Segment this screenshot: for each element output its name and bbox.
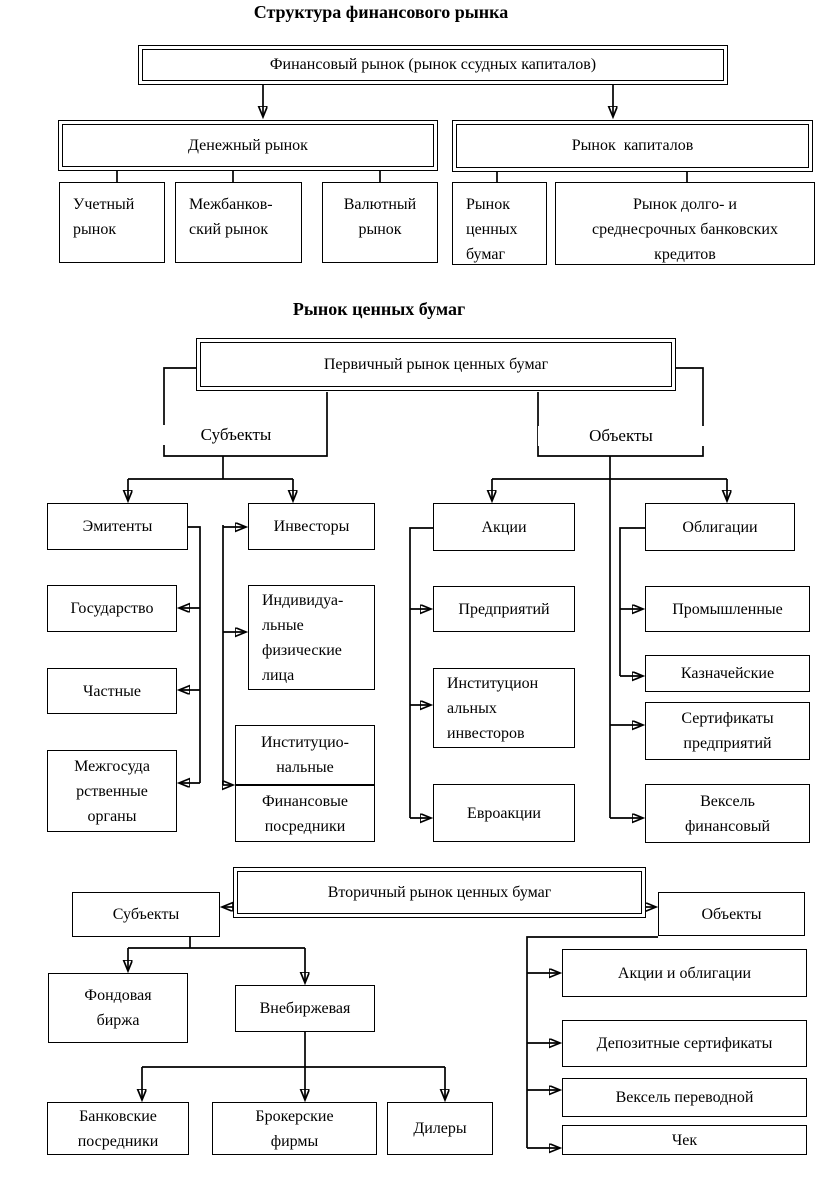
node-treasury-bonds: Казначейские [645,655,810,692]
node-financial-intermediaries: Финансовые посредники [235,785,375,842]
node-broker-firms: Брокерские фирмы [212,1102,377,1155]
label-primary-subjects: Субъекты [153,425,319,445]
node-enterprise-certificates: Сертификаты предприятий [645,702,810,760]
page-title: Структура финансового рынка [253,2,509,22]
node-bonds: Облигации [645,503,795,551]
node-secondary-market: Вторичный рынок ценных бумаг [233,867,646,918]
node-emitters: Эмитенты [47,503,188,550]
node-longterm-credits-market: Рынок долго- и среднесрочных банковских … [555,182,815,265]
node-capital-market: Рынок капиталов [452,120,813,172]
node-shares: Акции [433,503,575,551]
node-state: Государство [47,585,177,632]
node-enterprise-shares: Предприятий [433,586,575,632]
node-investors: Инвесторы [248,503,375,550]
node-shares-and-bonds: Акции и облигации [562,949,807,997]
node-securities-market: Рынок ценных бумаг [452,182,547,265]
node-private: Частные [47,668,177,714]
node-dealers: Дилеры [387,1102,493,1155]
node-interbank-market: Межбанков- ский рынок [175,182,302,263]
label-primary-objects: Объекты [538,426,704,446]
node-financial-market: Финансовый рынок (рынок ссудных капитало… [138,45,728,85]
node-industrial-bonds: Промышленные [645,586,810,632]
node-deposit-certificates: Депозитные сертификаты [562,1020,807,1067]
node-institutional-investors-shares: Институцион альных инвесторов [433,668,575,748]
node-institutional: Институцио- нальные [235,725,375,785]
node-financial-bill: Вексель финансовый [645,784,810,843]
node-currency-market: Валютный рынок [322,182,438,263]
node-cheque: Чек [562,1125,807,1155]
node-money-market: Денежный рынок [58,120,438,171]
node-individual-persons: Индивидуа- льные физические лица [248,585,375,690]
node-otc-market: Внебиржевая [235,985,375,1032]
node-secondary-objects: Объекты [658,892,805,936]
node-bank-intermediaries: Банковские посредники [47,1102,189,1155]
node-interstate-bodies: Межгосуда рственные органы [47,750,177,832]
node-euroshares: Евроакции [433,784,575,842]
node-stock-exchange: Фондовая биржа [48,973,188,1043]
node-primary-market: Первичный рынок ценных бумаг [196,338,676,391]
section-heading-securities-market: Рынок ценных бумаг [292,299,466,319]
node-accounting-market: Учетный рынок [59,182,165,263]
node-secondary-subjects: Субъекты [72,892,220,937]
node-transfer-bill: Вексель переводной [562,1078,807,1117]
